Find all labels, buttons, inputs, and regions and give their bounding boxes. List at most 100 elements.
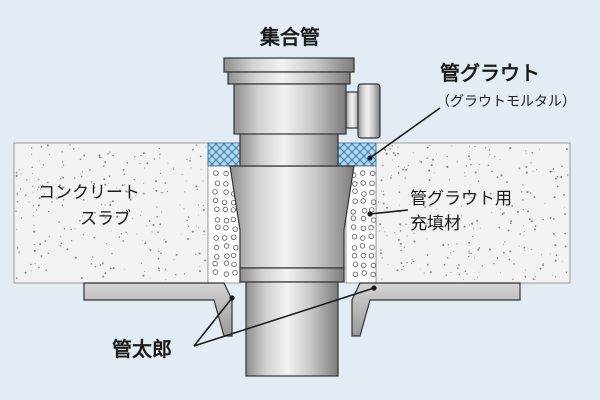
label-concrete-slab-line2: スラブ (80, 208, 131, 229)
concrete-speckle (16, 193, 19, 195)
concrete-speckle (489, 249, 491, 251)
filler-pellet (369, 244, 375, 251)
concrete-speckle (158, 147, 161, 150)
concrete-speckle (74, 256, 77, 259)
concrete-speckle (549, 170, 552, 173)
concrete-speckle (105, 243, 107, 245)
concrete-speckle (552, 168, 555, 170)
concrete-speckle (79, 219, 81, 222)
concrete-speckle (470, 184, 472, 186)
concrete-speckle (20, 217, 23, 219)
concrete-speckle (496, 257, 499, 259)
concrete-speckle (183, 273, 186, 275)
concrete-speckle (525, 150, 527, 152)
concrete-speckle (382, 202, 385, 205)
concrete-speckle (501, 212, 504, 216)
concrete-speckle (489, 153, 491, 155)
concrete-speckle (157, 231, 159, 233)
concrete-speckle (471, 222, 474, 225)
concrete-speckle (167, 162, 169, 164)
concrete-speckle (468, 250, 470, 252)
concrete-speckle (116, 215, 119, 218)
concrete-speckle (466, 273, 468, 275)
concrete-speckle (563, 207, 565, 209)
filler-pellet (223, 243, 230, 249)
filler-pellet (221, 235, 228, 241)
concrete-speckle (479, 227, 481, 229)
concrete-speckle (90, 262, 93, 265)
concrete-speckle (436, 208, 438, 210)
concrete-speckle (525, 269, 526, 271)
concrete-speckle (112, 154, 114, 157)
concrete-speckle (203, 230, 206, 233)
concrete-speckle (18, 252, 20, 254)
concrete-speckle (60, 235, 62, 237)
concrete-speckle (496, 176, 499, 179)
concrete-speckle (70, 228, 72, 230)
concrete-speckle (397, 152, 400, 155)
concrete-speckle (549, 253, 551, 255)
concrete-speckle (507, 229, 510, 232)
concrete-speckle (426, 238, 428, 240)
concrete-speckle (473, 257, 476, 259)
concrete-speckle (144, 242, 147, 245)
concrete-speckle (400, 262, 403, 265)
concrete-speckle (143, 182, 145, 184)
concrete-speckle (382, 193, 385, 196)
concrete-speckle (494, 155, 496, 158)
concrete-speckle (32, 215, 34, 217)
concrete-speckle (81, 215, 84, 217)
concrete-speckle (61, 167, 63, 169)
concrete-speckle (101, 262, 104, 265)
concrete-speckle (173, 167, 175, 169)
concrete-speckle (378, 230, 380, 232)
concrete-speckle (157, 250, 160, 253)
concrete-speckle (38, 186, 40, 188)
pipe-upper (239, 131, 339, 167)
concrete-speckle (470, 163, 472, 166)
concrete-speckle (553, 196, 556, 199)
concrete-speckle (126, 162, 129, 164)
concrete-speckle (479, 164, 481, 166)
concrete-speckle (41, 184, 44, 187)
concrete-speckle (511, 204, 514, 207)
concrete-speckle (202, 205, 204, 207)
concrete-speckle (442, 243, 445, 247)
concrete-speckle (481, 265, 483, 267)
concrete-speckle (427, 263, 429, 266)
concrete-speckle (471, 235, 474, 238)
concrete-speckle (104, 161, 107, 163)
concrete-speckle (90, 180, 93, 183)
concrete-speckle (551, 170, 553, 172)
concrete-speckle (399, 223, 402, 226)
filler-pellet (368, 224, 374, 231)
concrete-speckle (399, 204, 401, 206)
concrete-speckle (377, 201, 380, 203)
concrete-speckle (38, 197, 41, 200)
concrete-speckle (129, 198, 132, 201)
concrete-speckle (112, 267, 115, 270)
filler-pellet (352, 261, 359, 267)
concrete-speckle (101, 204, 103, 206)
concrete-speckle (72, 148, 75, 150)
filler-pellet (212, 260, 218, 267)
concrete-speckle (414, 200, 416, 202)
concrete-speckle (60, 245, 62, 247)
filler-pellet (222, 206, 229, 213)
filler-pellet (351, 233, 358, 240)
concrete-speckle (188, 216, 190, 218)
concrete-speckle (499, 208, 501, 210)
filler-pellet (370, 170, 376, 177)
concrete-speckle (460, 215, 463, 217)
concrete-speckle (549, 217, 552, 219)
pipe-taper (229, 165, 355, 269)
concrete-speckle (59, 244, 61, 247)
concrete-speckle (463, 197, 465, 199)
filler-pellet (214, 254, 220, 260)
concrete-speckle (60, 242, 63, 245)
label-kantaro: 管太郎 (112, 337, 172, 361)
concrete-speckle (509, 250, 512, 253)
concrete-speckle (66, 248, 69, 251)
concrete-speckle (83, 154, 86, 157)
